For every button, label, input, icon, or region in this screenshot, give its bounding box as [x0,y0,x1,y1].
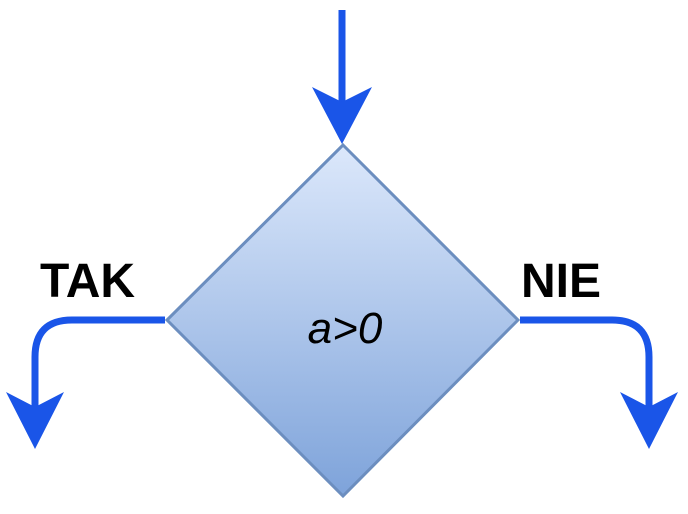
incoming-arrow [312,10,372,144]
yes-branch-label: TAK [40,255,135,308]
no-branch-label: NIE [521,255,601,308]
no-branch-arrow [520,316,678,449]
condition-label: a>0 [308,304,383,353]
decision-diamond [164,142,521,499]
arrow-down-icon [6,392,64,449]
arrow-down-icon [312,87,372,144]
arrow-down-icon [620,392,678,449]
yes-branch-arrow [6,316,165,449]
